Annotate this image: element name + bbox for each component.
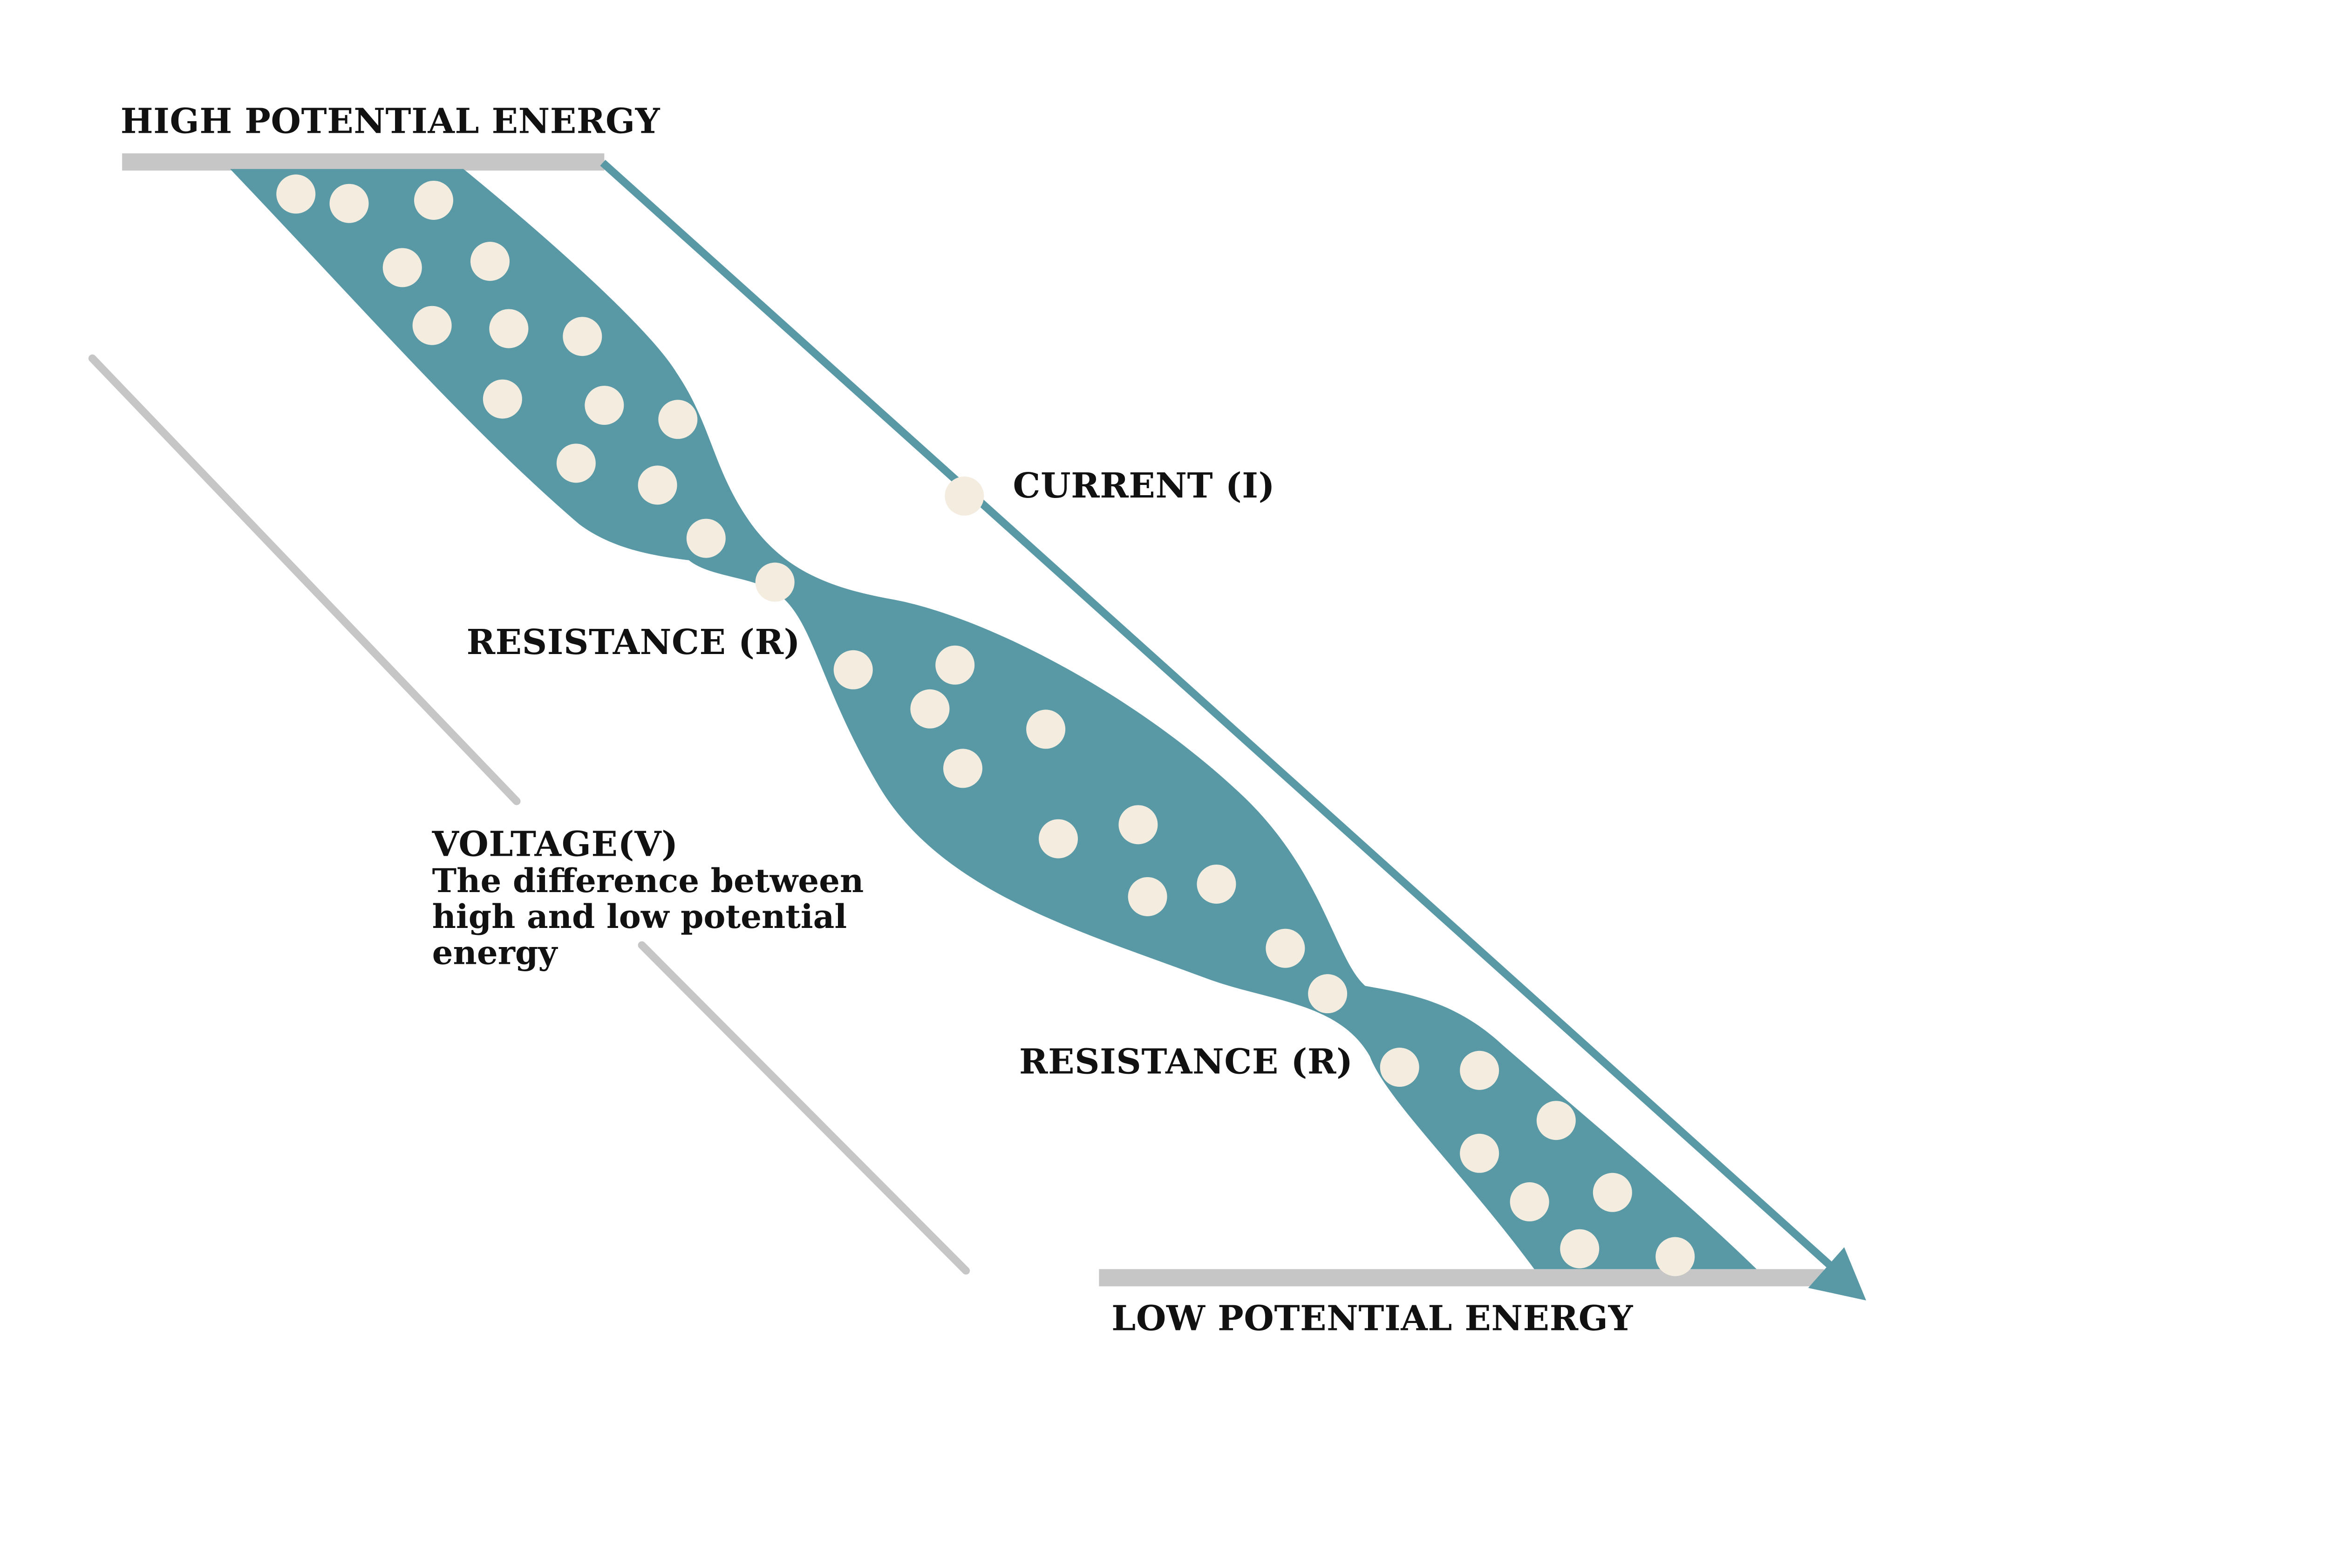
- particle: [755, 562, 795, 602]
- particle: [638, 465, 677, 505]
- particle: [910, 689, 950, 729]
- particle: [1039, 819, 1078, 859]
- particle: [1118, 805, 1158, 845]
- particle: [329, 184, 369, 223]
- current-arrow-line: [600, 160, 1842, 1277]
- current-particle: [945, 476, 984, 516]
- current-arrow-head: [1808, 1247, 1866, 1301]
- particle: [1197, 865, 1236, 904]
- particle: [1460, 1050, 1499, 1090]
- voltage-description-line-3: energy: [432, 933, 558, 972]
- particle: [1380, 1048, 1419, 1087]
- voltage-description-line-2: high and low potential: [432, 897, 847, 936]
- voltage-line-upper: [88, 354, 521, 805]
- particle: [935, 645, 975, 685]
- particle: [412, 306, 452, 345]
- flow-channel: [230, 169, 1757, 1269]
- voltage-description-line-1: The difference between: [432, 861, 864, 900]
- voltage-line-lower: [638, 941, 970, 1275]
- particle: [1560, 1229, 1600, 1268]
- particle: [686, 518, 726, 558]
- particle: [470, 242, 510, 281]
- low-potential-energy-bar: [1099, 1269, 1824, 1287]
- particle: [414, 180, 454, 220]
- particle: [1266, 928, 1305, 968]
- particle: [1460, 1133, 1499, 1173]
- high-potential-energy-bar: [122, 153, 605, 171]
- particle: [833, 650, 873, 689]
- voltage-title: VOLTAGE(V): [432, 825, 678, 865]
- particle: [1536, 1101, 1576, 1140]
- particle: [1026, 709, 1066, 749]
- particle: [1308, 974, 1348, 1014]
- particle: [1128, 877, 1167, 916]
- particle: [1593, 1173, 1632, 1212]
- particle: [276, 174, 316, 214]
- particle: [943, 749, 983, 788]
- particle: [1510, 1182, 1549, 1221]
- particle: [483, 379, 522, 419]
- particle: [563, 317, 602, 356]
- particle: [489, 309, 529, 348]
- particle: [1655, 1237, 1695, 1276]
- particle: [658, 400, 698, 439]
- high-potential-energy-label: HIGH POTENTIAL ENERGY: [121, 102, 661, 142]
- particle: [382, 248, 422, 287]
- low-potential-energy-label: LOW POTENTIAL ENERGY: [1111, 1298, 1633, 1338]
- particle: [556, 443, 596, 483]
- particle: [585, 386, 624, 425]
- resistance-label-lower: RESISTANCE (R): [1019, 1042, 1353, 1082]
- particles: [276, 174, 1695, 1276]
- current-label: CURRENT (I): [1013, 466, 1275, 506]
- resistance-label-upper: RESISTANCE (R): [467, 622, 801, 662]
